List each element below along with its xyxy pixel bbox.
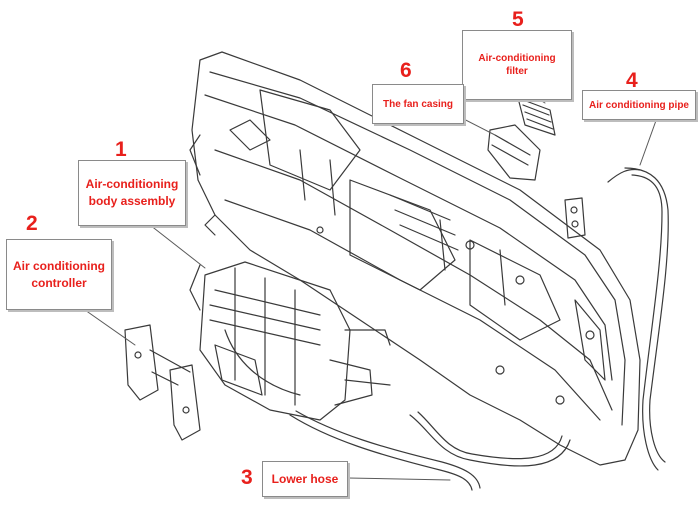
leader-lines [84, 99, 659, 481]
callout-box-ac-pipe: Air conditioning pipe [582, 90, 696, 120]
dashboard-frame [189, 51, 641, 466]
callout-box-lower-hose: Lower hose [262, 461, 348, 497]
ac-filter-drawing [517, 97, 556, 136]
callout-number-6: 6 [400, 59, 412, 82]
callout-number-5: 5 [512, 8, 524, 31]
callout-box-ac-body-assembly: Air-conditioning body assembly [78, 160, 186, 226]
ac-pipe-drawing [607, 167, 669, 471]
callout-number-3: 3 [241, 466, 253, 489]
ac-body-assembly-drawing [189, 261, 391, 421]
callout-box-ac-controller: Air conditioning controller [6, 239, 112, 310]
callout-number-1: 1 [115, 138, 127, 161]
switch-module-drawing [564, 197, 586, 239]
fan-casing-drawing [487, 124, 541, 181]
ac-controller-drawing [124, 324, 201, 441]
lower-hose-drawing [289, 410, 571, 491]
callout-number-4: 4 [626, 69, 638, 92]
callout-box-fan-casing: The fan casing [372, 84, 464, 124]
callout-number-2: 2 [26, 212, 38, 235]
callout-box-ac-filter: Air-conditioning filter [462, 30, 572, 100]
